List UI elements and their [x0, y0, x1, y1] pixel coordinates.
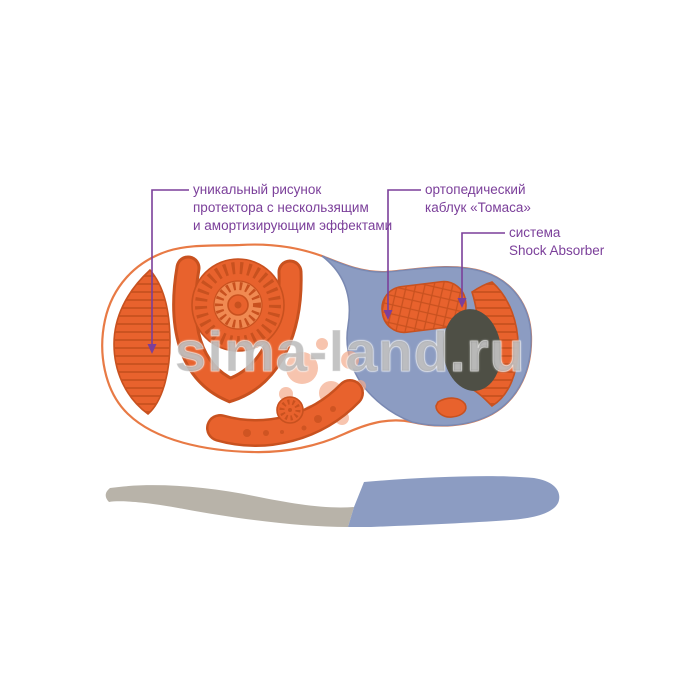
side-outsole-heel — [348, 476, 560, 527]
tread-circular-pad — [191, 258, 285, 352]
leader-line-shock — [461, 232, 505, 300]
label-shock-line-2: Shock Absorber — [509, 242, 605, 258]
leader-lines — [147, 189, 505, 354]
label-heel-line-1: ортопедический — [425, 182, 526, 197]
label-tread-line-3: и амортизирующим эффектами — [193, 217, 393, 233]
tread-fork — [172, 255, 303, 404]
banana-dots — [243, 406, 336, 437]
label-tread-pattern: уникальный рисунок протектора с нескольз… — [193, 181, 392, 235]
shock-absorber-oval — [442, 309, 502, 391]
leader-line-heel — [387, 189, 421, 312]
leader-arrow-shock — [457, 298, 467, 308]
label-tread-line-2: протектора с нескользящим — [193, 199, 369, 215]
sole-side-view — [105, 476, 560, 527]
label-shock-line-1: система — [509, 225, 561, 240]
side-outsole-front — [105, 485, 355, 527]
label-tread-line-1: уникальный рисунок — [193, 182, 322, 197]
leader-line-tread — [151, 189, 189, 346]
label-heel-line-2: каблук «Томаса» — [425, 199, 531, 215]
heel-top-pad — [381, 280, 467, 334]
tread-banana-pad — [206, 379, 364, 447]
leader-arrow-heel — [383, 310, 393, 320]
label-shock-absorber: система Shock Absorber — [509, 224, 604, 260]
left-tread-crescent — [113, 268, 171, 416]
leader-arrow-tread — [147, 344, 157, 354]
label-orthopedic-heel: ортопедический каблук «Томаса» — [425, 181, 531, 217]
heel-small-pad — [435, 397, 467, 418]
sole-bottom-view — [101, 243, 533, 454]
watermark: sima-land.ru — [174, 320, 526, 385]
